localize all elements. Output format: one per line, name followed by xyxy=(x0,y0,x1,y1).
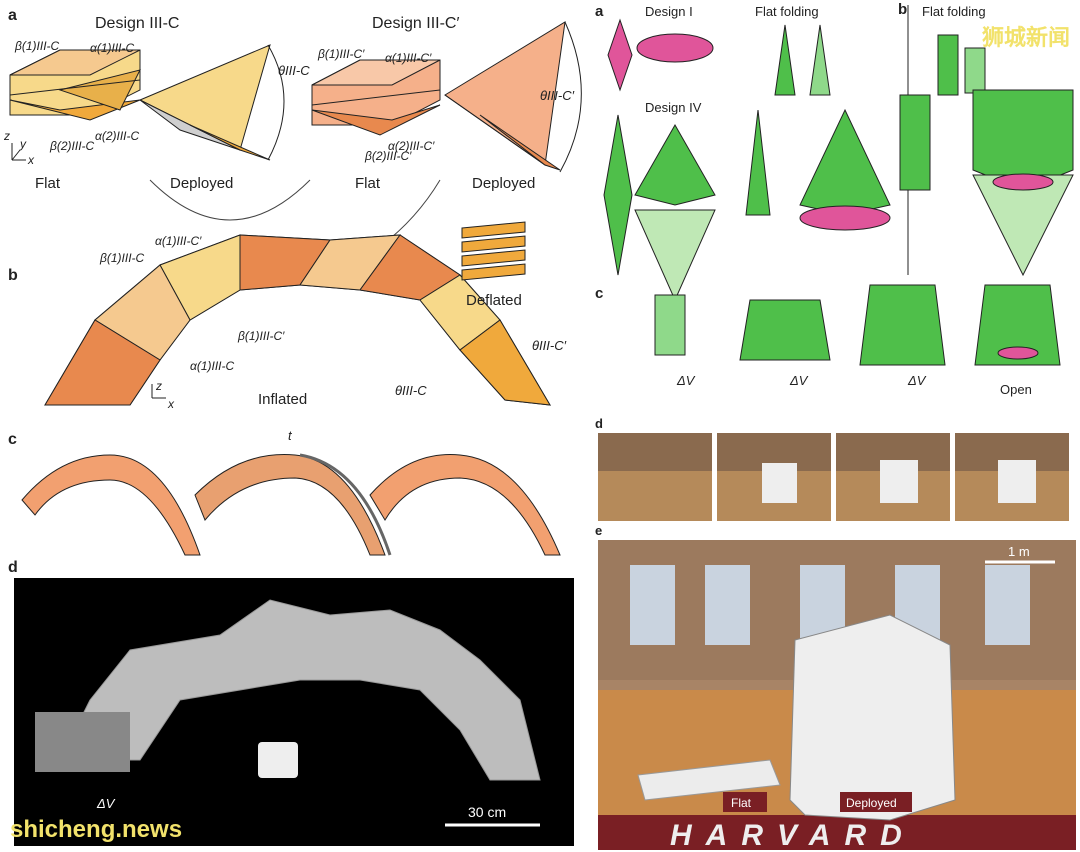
panel-label-b: b xyxy=(8,267,18,284)
label-deployed-e: Deployed xyxy=(846,796,897,810)
svg-text:z: z xyxy=(3,129,10,143)
alpha2-label-b: α(2)III-C′ xyxy=(388,139,435,153)
arch-variant-2 xyxy=(194,453,392,556)
flat-box-2 xyxy=(311,59,441,136)
alpha1-label-a: α(1)III-C xyxy=(90,41,135,55)
beta1-label-a: β(1)III-C xyxy=(14,39,60,53)
partially-inflated xyxy=(654,294,686,356)
label-flat-1: Flat xyxy=(35,175,61,192)
label-flat-2: Flat xyxy=(355,175,381,192)
beta1p-label-b-panel: β(1)III-C′ xyxy=(237,329,285,343)
watermark-top: 狮城新闻 xyxy=(981,25,1070,50)
watermark-bottom: shicheng.news xyxy=(10,816,183,843)
design-i-spindle xyxy=(607,18,633,92)
inflated-open xyxy=(974,284,1061,366)
theta-label-b: θIII-C′ xyxy=(540,88,575,103)
svg-text:z: z xyxy=(155,379,162,393)
harvard-floor-text: HARVARD xyxy=(670,819,916,852)
label-inflated: Inflated xyxy=(258,391,307,408)
panel-label-rc: c xyxy=(595,285,603,302)
scale-label-right: 1 m xyxy=(1008,544,1030,559)
design-i-disc xyxy=(636,33,714,63)
label-open: Open xyxy=(1000,382,1032,397)
left-figure: a Design III-C Design III-C′ θIII-C β(1)… xyxy=(3,7,582,846)
dv-label-1: ΔV xyxy=(676,373,696,388)
design-iv-deployed xyxy=(799,108,891,216)
flat-folding-cone-2 xyxy=(809,24,831,96)
dv-label-2: ΔV xyxy=(789,373,809,388)
label-flat-folding-b: Flat folding xyxy=(922,4,986,19)
alpha1-label-b-panel: α(1)III-C′ xyxy=(155,234,202,248)
design-iv-spindle xyxy=(603,114,633,276)
theta-b-panel-1: θIII-C xyxy=(395,383,427,398)
panel-label-re: e xyxy=(595,523,602,538)
deployed-shape-1 xyxy=(138,44,285,161)
alpha2-label-a: α(2)III-C xyxy=(95,129,140,143)
flat-tag xyxy=(723,792,767,812)
design-iv-top xyxy=(634,123,716,206)
label-flat-folding-a: Flat folding xyxy=(755,4,819,19)
axes-indicator-a: z y x xyxy=(3,129,35,167)
flat-folding-cone-1 xyxy=(774,24,796,96)
label-deployed-1: Deployed xyxy=(170,175,233,192)
scale-label-left: 30 cm xyxy=(468,804,506,820)
right-figure: a Design I Flat folding Design IV b Flat… xyxy=(595,1,1076,852)
svg-text:x: x xyxy=(167,397,175,411)
deployed-tag xyxy=(840,792,912,812)
panel-label-rb: b xyxy=(898,1,907,18)
beta2-label-b: β(2)III-C′ xyxy=(364,149,412,163)
deployed-shape-2 xyxy=(444,21,582,173)
theta-label-a: θIII-C xyxy=(278,63,310,78)
label-design-iv: Design IV xyxy=(645,100,702,115)
panel-label-ra: a xyxy=(595,3,604,20)
panel-label-c: c xyxy=(8,431,17,448)
arch-variant-3 xyxy=(369,454,561,556)
mug-icon xyxy=(258,742,298,778)
dv-label-3: ΔV xyxy=(907,373,927,388)
design-iv-inflated-ring xyxy=(992,173,1054,191)
alpha1p-label-b-panel: α(1)III-C xyxy=(190,359,235,373)
arch-variant-1 xyxy=(21,454,201,556)
alpha1-label-b: α(1)III-C′ xyxy=(385,51,432,65)
beta1-label-b: β(1)III-C′ xyxy=(317,47,365,61)
deployment-sequence xyxy=(598,433,1069,521)
inflated-2 xyxy=(859,284,946,366)
label-deflated: Deflated xyxy=(466,292,522,309)
flat-box-1 xyxy=(9,49,141,121)
flat-folded-tube xyxy=(899,94,931,191)
inflated-1 xyxy=(739,299,831,361)
design-iv-base xyxy=(799,205,891,231)
beta2-label-a: β(2)III-C xyxy=(49,139,95,153)
connector-arc-1 xyxy=(149,179,311,221)
label-design-i: Design I xyxy=(645,4,693,19)
beta1-label-b-panel: β(1)III-C xyxy=(99,251,145,265)
flat-stack-photo xyxy=(35,712,130,772)
panel-label-d: d xyxy=(8,559,18,576)
design-title-1: Design III-C xyxy=(95,15,179,32)
label-flat-e: Flat xyxy=(731,796,752,810)
design-iv-bottom xyxy=(634,209,716,302)
design-iv-folded xyxy=(745,109,771,216)
design-title-2: Design III-C′ xyxy=(372,15,459,32)
dv-label-left: ΔV xyxy=(96,796,116,811)
flat-folded-small-2 xyxy=(964,47,986,94)
inflated-arch xyxy=(44,234,551,406)
photo-gym-shelter xyxy=(598,540,1076,850)
panel-label-a: a xyxy=(8,7,17,24)
open-hole xyxy=(997,346,1039,360)
thickness-label: t xyxy=(288,428,293,443)
svg-text:y: y xyxy=(19,137,27,151)
flat-folded-small-1 xyxy=(937,34,959,96)
svg-text:x: x xyxy=(27,153,35,167)
panel-label-rd: d xyxy=(595,416,603,431)
theta-b-panel-2: θIII-C′ xyxy=(532,338,567,353)
arch-photo-shape xyxy=(59,599,541,781)
label-deployed-2: Deployed xyxy=(472,175,535,192)
axes-indicator-b: z x xyxy=(151,379,175,411)
deflated-stack xyxy=(461,221,526,281)
